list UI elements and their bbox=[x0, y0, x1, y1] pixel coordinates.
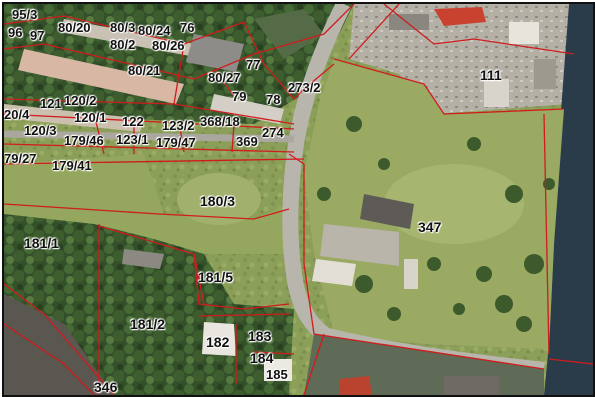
industrial-building-1 bbox=[389, 14, 429, 30]
parcel-label-120-2[interactable]: 120/2 bbox=[64, 93, 97, 108]
house-181-1 bbox=[122, 249, 164, 269]
parcel-label-79-27[interactable]: 79/27 bbox=[4, 151, 37, 166]
parcel-label-76[interactable]: 76 bbox=[180, 20, 195, 35]
parcel-label-182[interactable]: 182 bbox=[206, 334, 230, 350]
parcel-label-369[interactable]: 369 bbox=[236, 134, 258, 149]
parcel-label-80-2[interactable]: 80/2 bbox=[110, 37, 136, 52]
main-road bbox=[282, 4, 352, 341]
parcel-label-111[interactable]: 111 bbox=[480, 67, 502, 83]
parcel-label-20-4[interactable]: 20/4 bbox=[4, 107, 30, 122]
parcel-label-346[interactable]: 346 bbox=[94, 379, 118, 395]
parcel-label-95-3[interactable]: 95/3 bbox=[12, 7, 38, 22]
parcel-label-123-2[interactable]: 123/2 bbox=[162, 118, 195, 133]
parcel-label-121[interactable]: 121 bbox=[40, 96, 62, 111]
parcel-label-80-27[interactable]: 80/27 bbox=[208, 70, 241, 85]
parcel-label-80-26[interactable]: 80/26 bbox=[152, 38, 185, 53]
parcel-label-368-18[interactable]: 368/18 bbox=[200, 114, 240, 129]
building-row-3 bbox=[210, 94, 284, 124]
parcel-label-80-21[interactable]: 80/21 bbox=[128, 63, 161, 78]
industrial-building-3 bbox=[484, 79, 509, 107]
parcel-label-179-47[interactable]: 179/47 bbox=[156, 135, 196, 150]
parcel-label-181-1[interactable]: 181/1 bbox=[24, 235, 60, 251]
building-row-1 bbox=[18, 49, 184, 104]
west-road bbox=[4, 130, 295, 143]
parcel-label-183[interactable]: 183 bbox=[248, 328, 272, 344]
building-small bbox=[404, 259, 418, 289]
parcel-label-120-1[interactable]: 120/1 bbox=[74, 110, 107, 125]
river bbox=[544, 4, 593, 395]
industrial-building-4 bbox=[534, 59, 556, 89]
parking-lot bbox=[320, 224, 399, 266]
building-block bbox=[186, 34, 244, 72]
parcel-label-122[interactable]: 122 bbox=[122, 114, 144, 129]
parcel-label-180-3[interactable]: 180/3 bbox=[200, 193, 236, 209]
building-southeast bbox=[444, 376, 499, 395]
parcel-boundaries bbox=[4, 4, 593, 395]
parcel-label-79[interactable]: 79 bbox=[232, 89, 247, 104]
parcel-label-120-3[interactable]: 120/3 bbox=[24, 123, 57, 138]
building-347 bbox=[360, 194, 414, 229]
industrial-building-2 bbox=[509, 22, 539, 44]
parcel-label-96[interactable]: 96 bbox=[8, 25, 23, 40]
building-light bbox=[312, 259, 356, 286]
parcel-label-185[interactable]: 185 bbox=[266, 367, 288, 382]
red-roof-south bbox=[339, 376, 372, 395]
building-row-2 bbox=[60, 19, 194, 56]
parcel-label-80-3[interactable]: 80/3 bbox=[110, 20, 136, 35]
parcel-label-80-20[interactable]: 80/20 bbox=[58, 20, 91, 35]
parcel-label-179-46[interactable]: 179/46 bbox=[64, 133, 104, 148]
parcel-label-123-1[interactable]: 123/1 bbox=[116, 132, 149, 147]
parcel-label-274[interactable]: 274 bbox=[262, 125, 284, 140]
parcel-label-179-41[interactable]: 179/41 bbox=[52, 158, 92, 173]
building-182 bbox=[202, 322, 236, 356]
aerial-image bbox=[4, 4, 593, 395]
parcel-label-181-5[interactable]: 181/5 bbox=[198, 269, 234, 285]
houses-southwest bbox=[4, 294, 114, 395]
field-patch bbox=[384, 164, 524, 244]
garden-plot bbox=[254, 9, 324, 59]
parcel-label-181-2[interactable]: 181/2 bbox=[130, 316, 166, 332]
parcel-label-77[interactable]: 77 bbox=[246, 57, 261, 72]
parcel-label-80-24[interactable]: 80/24 bbox=[138, 23, 171, 38]
parcel-label-273-2[interactable]: 273/2 bbox=[288, 80, 321, 95]
building-185 bbox=[264, 359, 292, 381]
parcel-label-184[interactable]: 184 bbox=[250, 350, 274, 366]
red-roof-top bbox=[434, 7, 486, 26]
field-trees bbox=[317, 116, 555, 332]
parcel-label-97[interactable]: 97 bbox=[30, 28, 45, 43]
parcel-label-78[interactable]: 78 bbox=[266, 92, 281, 107]
field-clearing bbox=[177, 173, 261, 225]
field-west bbox=[4, 154, 289, 254]
parcel-label-347[interactable]: 347 bbox=[418, 219, 442, 235]
